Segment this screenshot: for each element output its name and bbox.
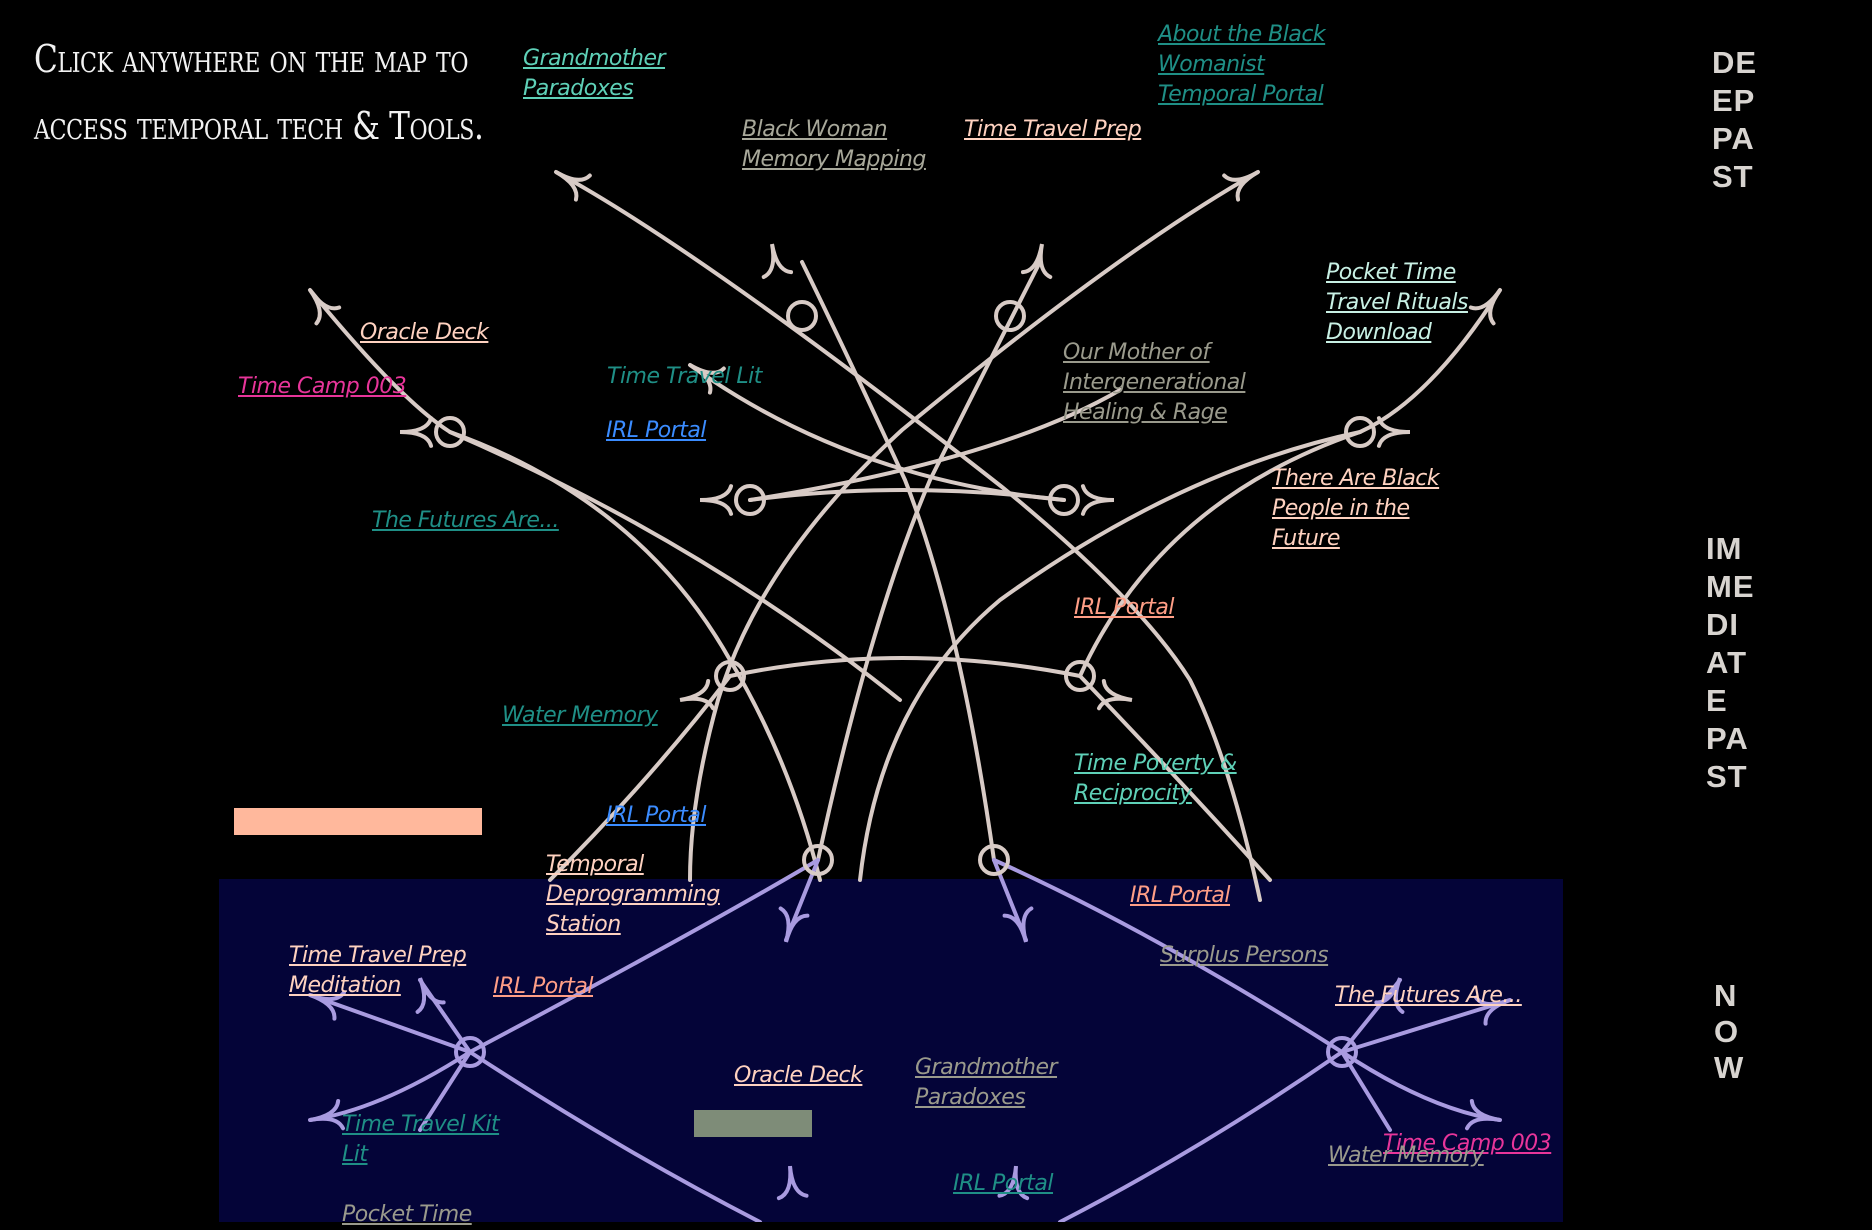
arrow-deck — [308, 288, 342, 326]
arrow-now-6 — [1474, 995, 1511, 1026]
salmon-color-block — [234, 808, 482, 835]
now-curve-2[interactable] — [992, 858, 1502, 1122]
arrow-lit-node — [699, 484, 734, 516]
curve-top-center-2[interactable] — [816, 260, 1042, 862]
arrow-rituals-node — [1376, 416, 1411, 448]
arrow-now-4 — [415, 977, 446, 1014]
arrow-now-5 — [1374, 977, 1405, 1014]
instructions-line-1: Click anywhere on the map to — [34, 37, 469, 81]
link-time-poverty[interactable]: Time Poverty & Reciprocity — [1074, 751, 1237, 806]
arrow-now-8 — [1465, 1098, 1501, 1131]
arrow-ne — [1222, 170, 1260, 202]
now-spoke-2[interactable] — [308, 993, 472, 1054]
link-time-travel-kit-lit[interactable]: Time Travel Kit Lit — [342, 1112, 500, 1167]
curve-left-top[interactable] — [554, 170, 1262, 902]
sage-color-block — [694, 1110, 812, 1137]
link-time-travel-lit[interactable]: Time Travel Lit — [607, 364, 762, 389]
link-grandmother-paradoxes-top[interactable]: Grandmother Paradoxes — [523, 46, 666, 101]
link-irl-portal-3[interactable]: IRL Portal — [606, 803, 707, 828]
node-5[interactable] — [734, 484, 766, 516]
link-surplus-persons[interactable]: Surplus Persons — [1160, 943, 1329, 968]
node-3[interactable] — [434, 416, 466, 448]
node-2[interactable] — [994, 300, 1026, 332]
era-label-deep-past: DE EP PA ST — [1712, 45, 1758, 194]
link-irl-portal-2[interactable]: IRL Portal — [1074, 595, 1175, 620]
arrow-rituals — [1468, 288, 1502, 326]
now-spoke-4[interactable] — [1340, 998, 1512, 1054]
arrow-now-10 — [997, 1165, 1030, 1201]
arrow-now-2 — [1002, 906, 1034, 943]
arrow-poverty — [1097, 678, 1133, 711]
node-1[interactable] — [786, 300, 818, 332]
link-water-memory-bottom[interactable]: Water Memory — [1328, 1143, 1484, 1168]
link-time-camp-003-bottom[interactable]: Time Camp 003 — [1383, 1131, 1552, 1156]
link-temporal-deprogramming[interactable]: Temporal Deprogramming Station — [546, 852, 720, 937]
instructions-line-2: access temporal tech & Tools. — [34, 104, 484, 148]
arrow-healing-node — [1080, 484, 1115, 516]
node-10[interactable] — [978, 844, 1010, 876]
link-our-mother-healing[interactable]: Our Mother of Intergenerational Healing … — [1063, 340, 1246, 425]
node-8[interactable] — [1064, 660, 1096, 692]
curve-right-top[interactable] — [688, 170, 1260, 882]
now-curve-4[interactable] — [1058, 1050, 1344, 1222]
link-pocket-time-rituals[interactable]: Pocket Time Travel Rituals Download — [1326, 260, 1468, 345]
arrow-now-3 — [309, 990, 346, 1021]
curve-top-center-1[interactable] — [800, 260, 996, 862]
arrow-top-center-l — [761, 243, 794, 279]
arrow-nw — [554, 170, 592, 202]
arrow-deck-node — [399, 416, 434, 448]
link-black-woman-memory-mapping[interactable]: Black Woman Memory Mapping — [742, 117, 926, 172]
node-4[interactable] — [1344, 416, 1376, 448]
node-12[interactable] — [1326, 1036, 1358, 1068]
link-irl-portal-6[interactable]: IRL Portal — [953, 1171, 1054, 1196]
arrow-now-1 — [778, 906, 810, 943]
link-oracle-deck-top[interactable]: Oracle Deck — [360, 320, 489, 345]
link-time-travel-prep[interactable]: Time Travel Prep — [964, 117, 1142, 142]
era-label-immediate-past: IM ME DI AT E PA ST — [1706, 531, 1755, 794]
era-label-now: N O W — [1714, 978, 1745, 1085]
curve-healing[interactable] — [748, 388, 1122, 502]
link-irl-portal-5[interactable]: IRL Portal — [493, 974, 594, 999]
map-instructions: Click anywhere on the map to access temp… — [34, 26, 484, 160]
arrow-now-7 — [309, 1098, 345, 1131]
link-futures-are-left[interactable]: The Futures Are... — [372, 508, 559, 533]
link-black-people-future[interactable]: There Are Black People in the Future — [1272, 466, 1440, 551]
arrow-now-9 — [776, 1165, 809, 1201]
now-curve-1[interactable] — [308, 858, 820, 1122]
link-grandmother-paradoxes-bottom[interactable]: Grandmother Paradoxes — [915, 1055, 1058, 1110]
link-irl-portal-4[interactable]: IRL Portal — [1130, 883, 1231, 908]
curve-rituals[interactable] — [1078, 288, 1502, 678]
node-11[interactable] — [454, 1036, 486, 1068]
arrow-top-center-r — [1020, 243, 1053, 279]
now-curve-3[interactable] — [468, 1050, 762, 1222]
link-pocket-time-bottom[interactable]: Pocket Time — [342, 1202, 472, 1227]
arrow-lit — [688, 363, 726, 395]
link-futures-are-right[interactable]: The Futures Are... — [1335, 983, 1522, 1008]
arrow-water — [679, 678, 715, 711]
node-6[interactable] — [1048, 484, 1080, 516]
curve-mid-h[interactable] — [728, 656, 1082, 678]
link-about-black-womanist-portal[interactable]: About the Black Womanist Temporal Portal — [1158, 22, 1326, 107]
node-9[interactable] — [802, 844, 834, 876]
link-time-travel-prep-meditation[interactable]: Time Travel Prep Meditation — [289, 943, 467, 998]
curve-mid-h2[interactable] — [748, 488, 1066, 502]
link-time-camp-003-top[interactable]: Time Camp 003 — [238, 374, 407, 399]
link-irl-portal-1[interactable]: IRL Portal — [606, 418, 707, 443]
curve-rituals-2[interactable] — [858, 430, 1362, 882]
node-7[interactable] — [714, 660, 746, 692]
link-oracle-deck-bottom[interactable]: Oracle Deck — [734, 1063, 863, 1088]
curve-deck-2[interactable] — [448, 430, 822, 882]
link-water-memory-mid[interactable]: Water Memory — [502, 703, 658, 728]
